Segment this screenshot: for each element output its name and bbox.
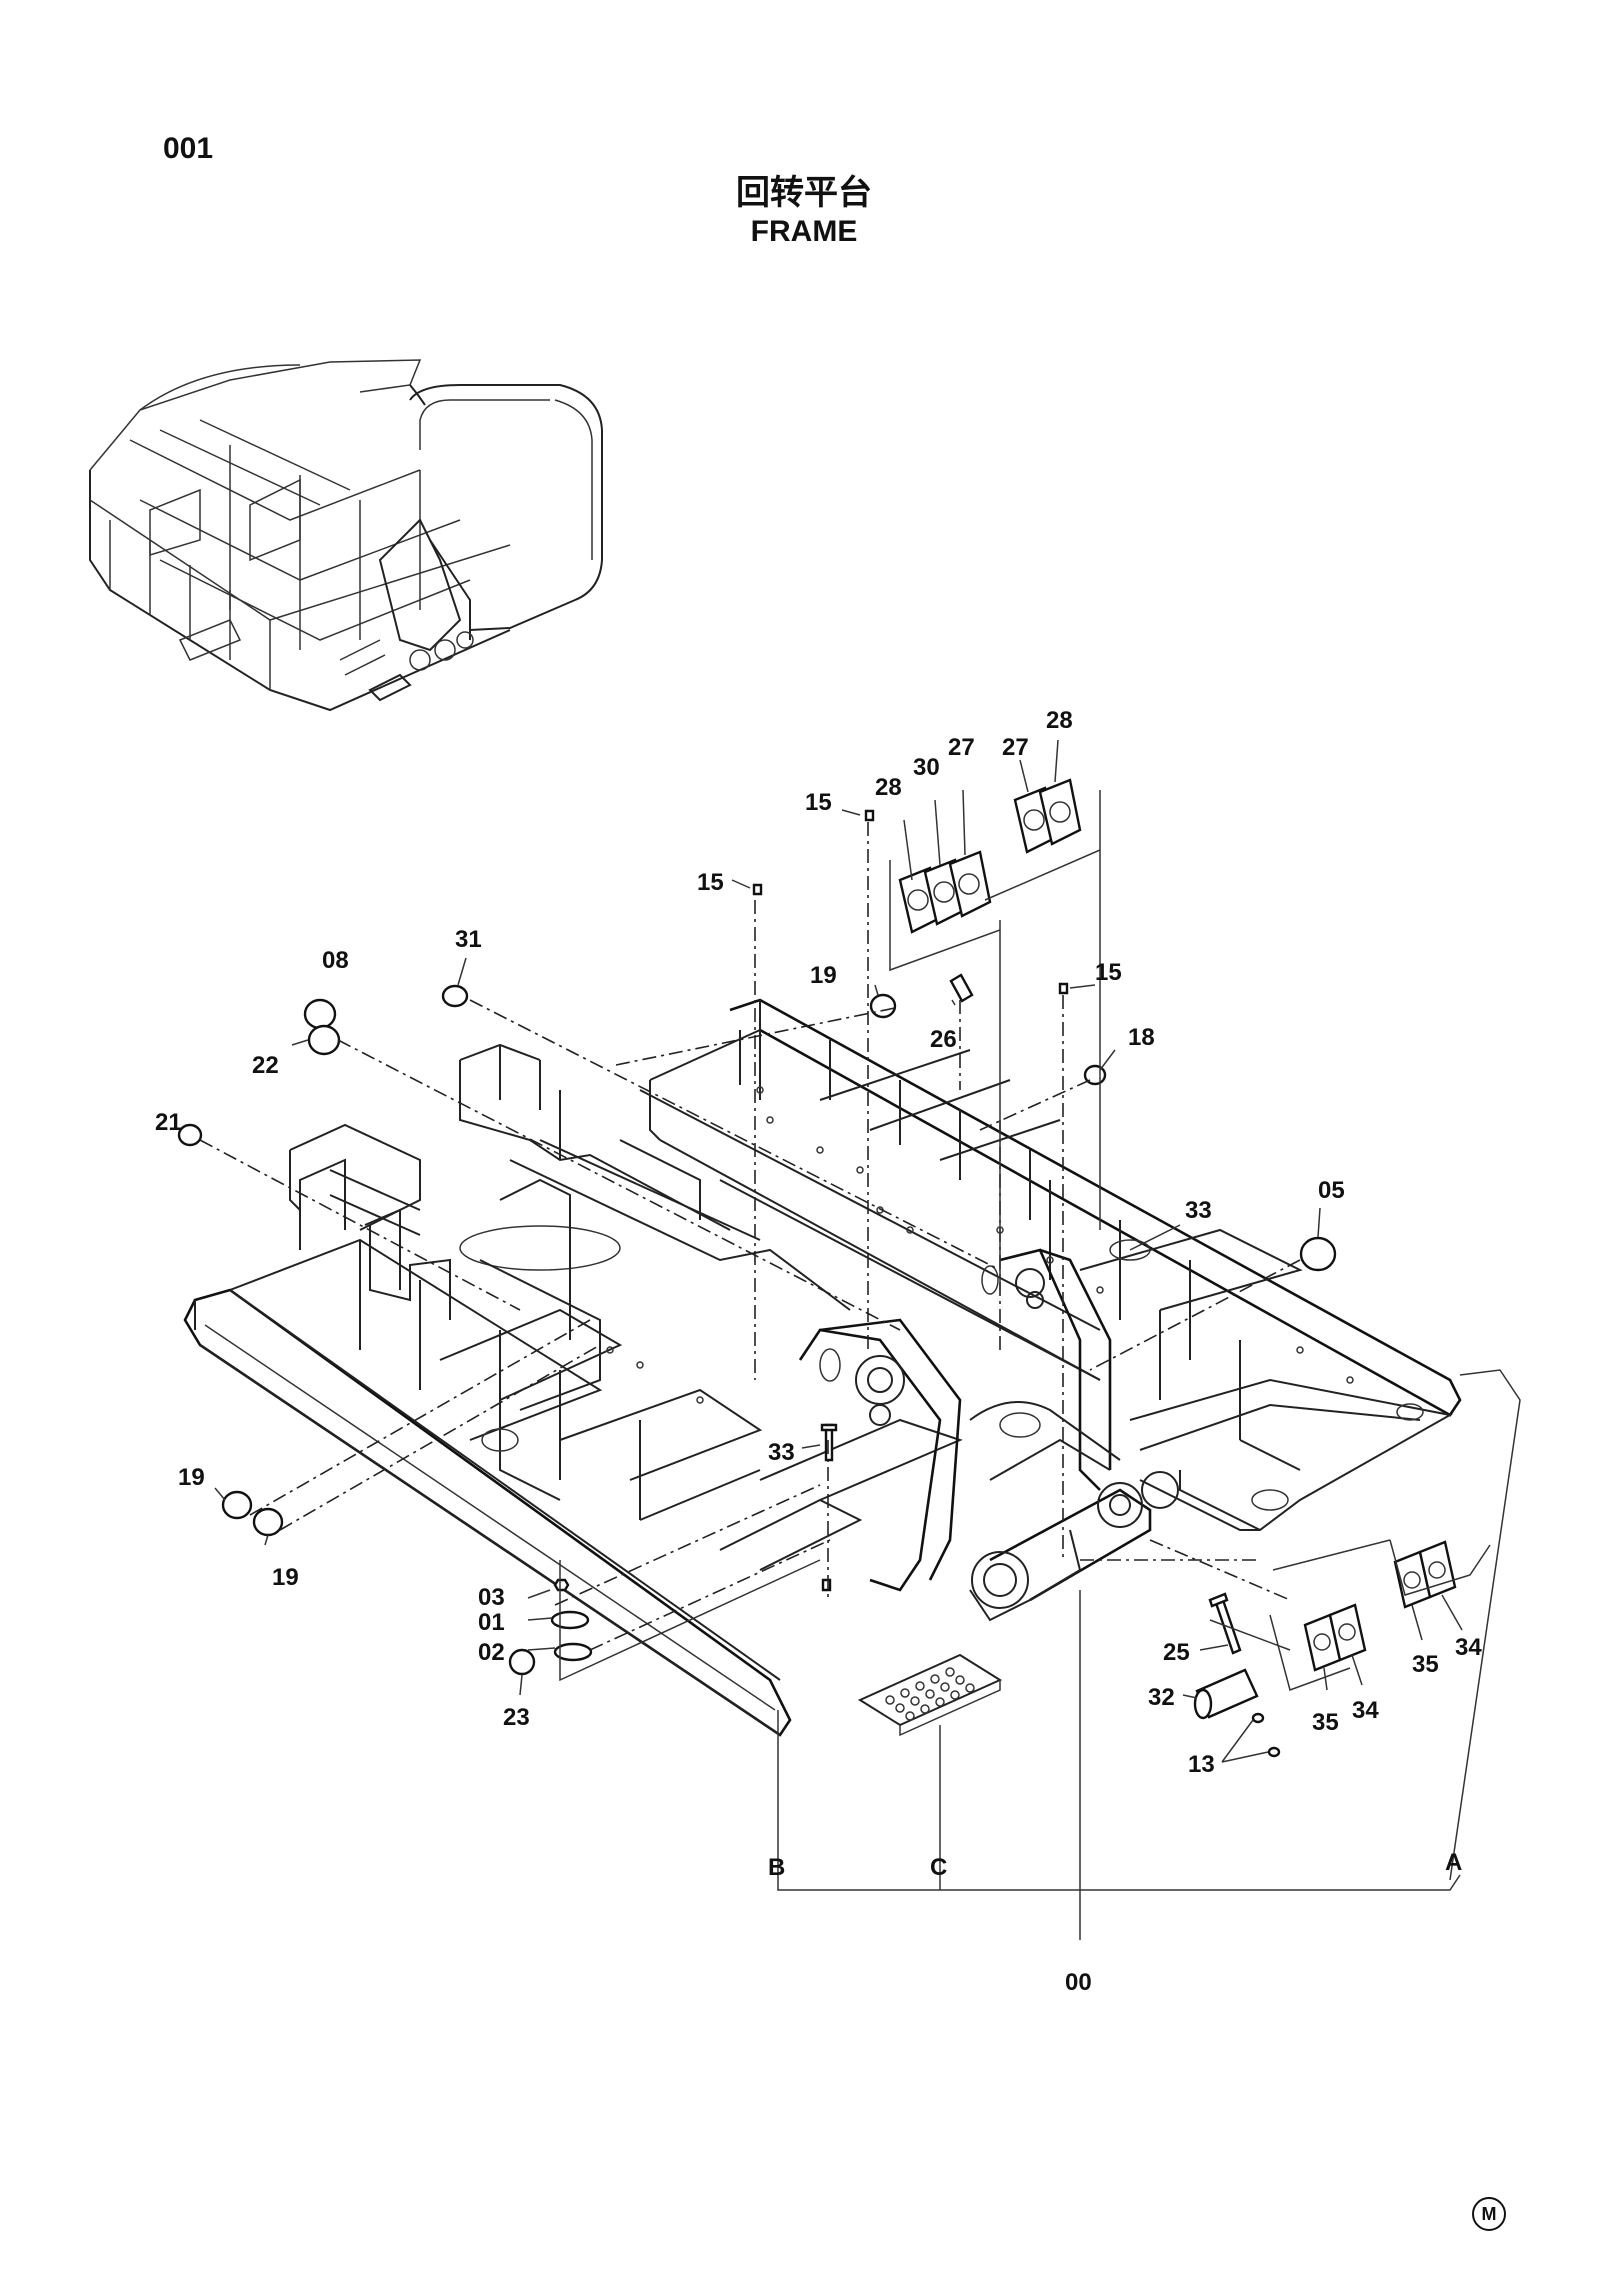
callout-03: 03: [478, 1584, 505, 1611]
callout-25: 25: [1163, 1639, 1190, 1666]
callout-b: B: [768, 1854, 785, 1881]
callout-01: 01: [478, 1609, 505, 1636]
callout-34: 34: [1455, 1634, 1482, 1661]
callout-27: 27: [948, 734, 975, 761]
callout-15: 15: [805, 789, 832, 816]
page-number: 001: [163, 132, 214, 165]
callout-02: 02: [478, 1639, 505, 1666]
callout-26: 26: [930, 1026, 957, 1053]
plates-28-30-27: [898, 778, 1082, 934]
manufacturer-mark: M: [1472, 2197, 1506, 2231]
callout-19: 19: [178, 1464, 205, 1491]
callout-c: C: [930, 1854, 947, 1881]
diagram-title-english: FRAME: [750, 215, 858, 248]
callout-35: 35: [1312, 1709, 1339, 1736]
callout-23: 23: [503, 1704, 530, 1731]
callout-15: 15: [1095, 959, 1122, 986]
callout-a: A: [1445, 1849, 1462, 1876]
callout-32: 32: [1148, 1684, 1175, 1711]
callout-31: 31: [455, 926, 482, 953]
callout-28: 28: [1046, 707, 1073, 734]
callout-27: 27: [1002, 734, 1029, 761]
callout-13: 13: [1188, 1751, 1215, 1778]
excavator-thumbnail: [89, 359, 603, 712]
callout-labels: 28 30 27 27 28 15 15 15 08 22 31 19 26 1…: [155, 707, 1482, 1996]
callout-05: 05: [1318, 1177, 1345, 1204]
callout-33: 33: [768, 1439, 795, 1466]
leader-brackets: [559, 790, 1521, 1940]
main-frame: [183, 998, 1462, 1737]
callout-15: 15: [697, 869, 724, 896]
callout-leaders: [214, 739, 1463, 1763]
callout-30: 30: [913, 754, 940, 781]
callout-28: 28: [875, 774, 902, 801]
callout-19: 19: [272, 1564, 299, 1591]
callout-19: 19: [810, 962, 837, 989]
callout-21: 21: [155, 1109, 182, 1136]
plates-35-34: [1303, 1540, 1457, 1672]
bolts-and-pins: [752, 809, 1281, 1758]
callout-22: 22: [252, 1052, 279, 1079]
callout-08: 08: [322, 947, 349, 974]
callout-35: 35: [1412, 1651, 1439, 1678]
callout-33: 33: [1185, 1197, 1212, 1224]
callout-00: 00: [1065, 1969, 1092, 1996]
callout-18: 18: [1128, 1024, 1155, 1051]
rings-and-seals: [177, 984, 1337, 1676]
diagram-title-chinese: 回转平台: [736, 174, 872, 212]
callout-34: 34: [1352, 1697, 1379, 1724]
